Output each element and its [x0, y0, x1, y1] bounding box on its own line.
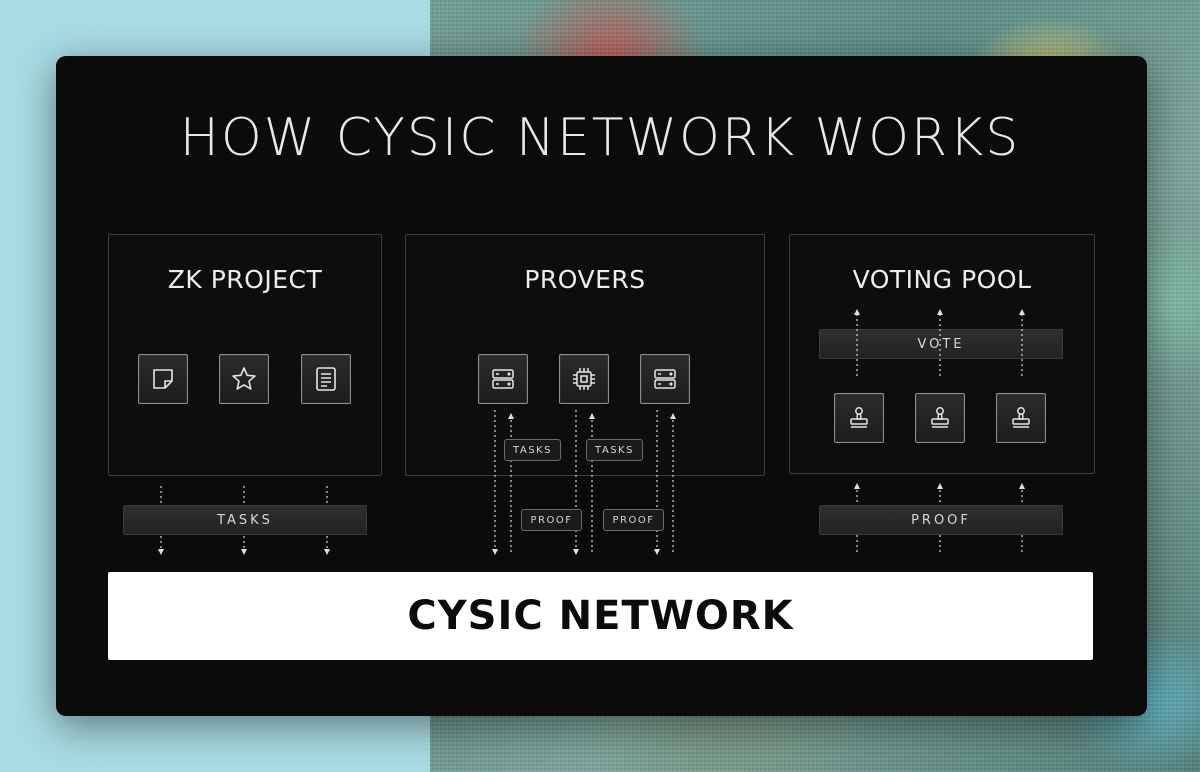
stamp-icon [996, 393, 1046, 443]
document-icon [301, 354, 351, 404]
chip-icon [559, 354, 609, 404]
provers-title: PROVERS [524, 265, 646, 294]
server-icon [640, 354, 690, 404]
diagram-title: HOW CYSIC NETWORK WORKS [179, 108, 1021, 168]
zk-project-title: ZK PROJECT [167, 265, 323, 294]
proof-chip: PROOF [603, 509, 664, 531]
server-icon [478, 354, 528, 404]
tasks-bar: TASKS [123, 505, 367, 535]
cysic-network-bar: CYSIC NETWORK [108, 572, 1093, 660]
star-icon [219, 354, 269, 404]
stamp-icon [834, 393, 884, 443]
tasks-chip: TASKS [504, 439, 561, 461]
voting-pool-title: VOTING POOL [852, 265, 1032, 294]
stamp-icon [915, 393, 965, 443]
note-icon [138, 354, 188, 404]
tasks-chip: TASKS [586, 439, 643, 461]
proof-chip: PROOF [521, 509, 582, 531]
proof-bar: PROOF [819, 505, 1063, 535]
